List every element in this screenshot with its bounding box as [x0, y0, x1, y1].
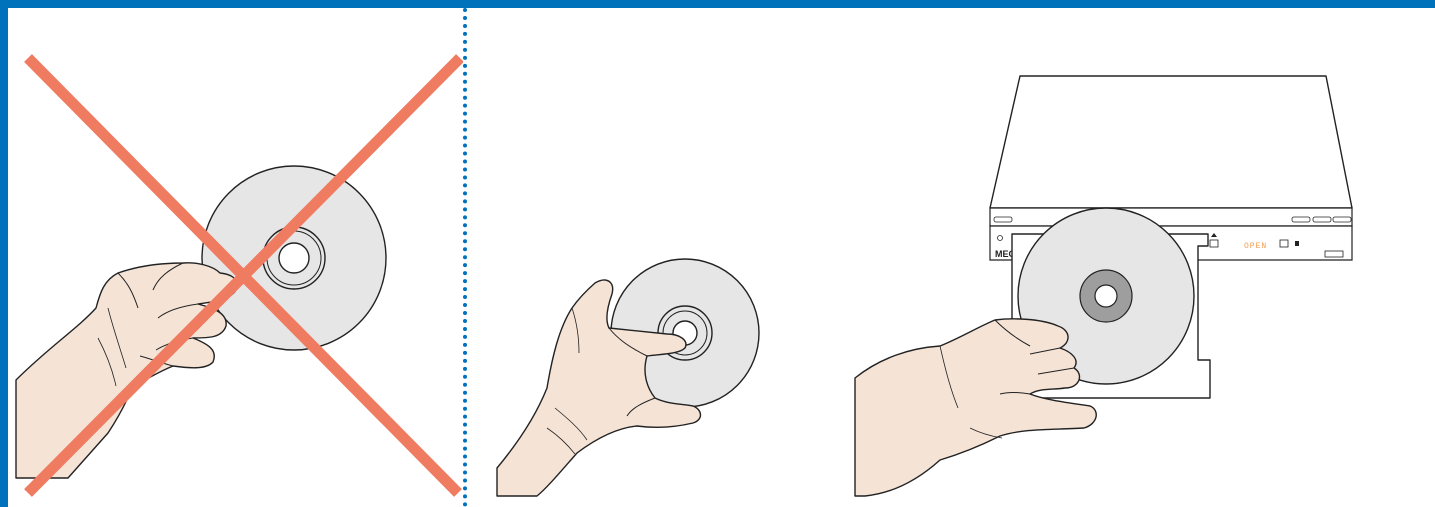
hand-pushing-disc-icon	[854, 318, 1097, 497]
frame-left-border	[0, 0, 8, 507]
eject-button	[1209, 239, 1219, 248]
vent-icon	[1312, 216, 1332, 223]
panel-divider	[463, 8, 467, 507]
panel-correct-handling	[467, 8, 817, 507]
eject-icon	[1211, 233, 1217, 237]
power-icon	[997, 235, 1003, 241]
vent-icon	[1332, 216, 1352, 223]
indicator-icon	[1295, 241, 1299, 246]
usb-port-icon	[1324, 250, 1344, 258]
frame-top-border	[0, 0, 1435, 8]
vent-icon	[993, 216, 1013, 223]
cross-mark-icon	[24, 54, 463, 497]
brand-logo: MEG	[995, 249, 1016, 259]
hand-icon	[15, 262, 238, 479]
panel-wrong-handling	[8, 8, 463, 507]
vent-icon	[1291, 216, 1311, 223]
correct-handling-illustration	[496, 258, 760, 497]
insert-disc-illustration: MEG OPEN	[854, 75, 1353, 497]
hand-holding-disc-icon	[496, 279, 702, 497]
panel-insert-disc: MEG OPEN	[840, 8, 1435, 507]
display-readout: OPEN	[1244, 242, 1267, 251]
control-button	[1279, 239, 1289, 248]
wrong-handling-illustration	[15, 54, 463, 497]
